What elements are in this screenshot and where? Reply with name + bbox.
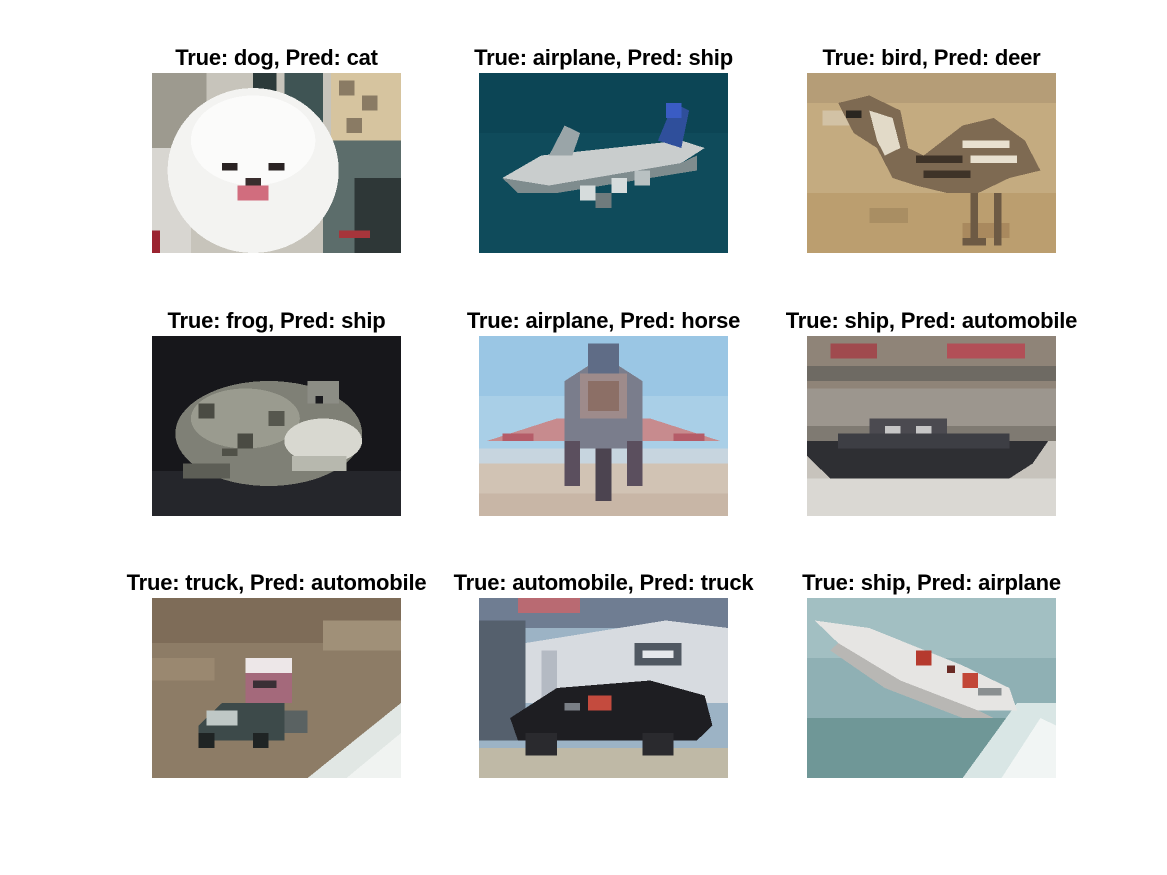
panel-title: True: ship, Pred: airplane bbox=[802, 570, 1061, 595]
panel-title: True: ship, Pred: automobile bbox=[785, 308, 1078, 333]
airplane-image bbox=[479, 73, 728, 253]
image-panel-frog: True: frog, Pred: ship bbox=[152, 308, 401, 516]
panel-title: True: airplane, Pred: horse bbox=[466, 308, 741, 333]
panel-title: True: airplane, Pred: ship bbox=[474, 45, 733, 70]
panel-title: True: automobile, Pred: truck bbox=[453, 570, 754, 595]
image-panel-airplane-teal: True: airplane, Pred: ship bbox=[474, 45, 733, 253]
image-panel-bird: True: bird, Pred: deer bbox=[807, 45, 1056, 253]
truck-image bbox=[152, 598, 401, 778]
panel-title: True: truck, Pred: automobile bbox=[126, 570, 427, 595]
image-panel-speedboat: True: ship, Pred: airplane bbox=[802, 570, 1061, 778]
bird-image bbox=[807, 73, 1056, 253]
image-panel-automobile: True: automobile, Pred: truck bbox=[454, 570, 754, 778]
panel-title: True: bird, Pred: deer bbox=[822, 45, 1041, 70]
speedboat-image bbox=[807, 598, 1056, 778]
frog-image bbox=[152, 336, 401, 516]
image-panel-fighter-jet: True: airplane, Pred: horse bbox=[467, 308, 740, 516]
panel-title: True: dog, Pred: cat bbox=[175, 45, 378, 70]
image-panel-dog: True: dog, Pred: cat bbox=[152, 45, 401, 253]
ship-image bbox=[807, 336, 1056, 516]
automobile-image bbox=[479, 598, 728, 778]
image-panel-ship-dock: True: ship, Pred: automobile bbox=[786, 308, 1077, 516]
fighter-jet-image bbox=[479, 336, 728, 516]
panel-title: True: frog, Pred: ship bbox=[167, 308, 386, 333]
dog-image bbox=[152, 73, 401, 253]
image-panel-truck: True: truck, Pred: automobile bbox=[127, 570, 427, 778]
